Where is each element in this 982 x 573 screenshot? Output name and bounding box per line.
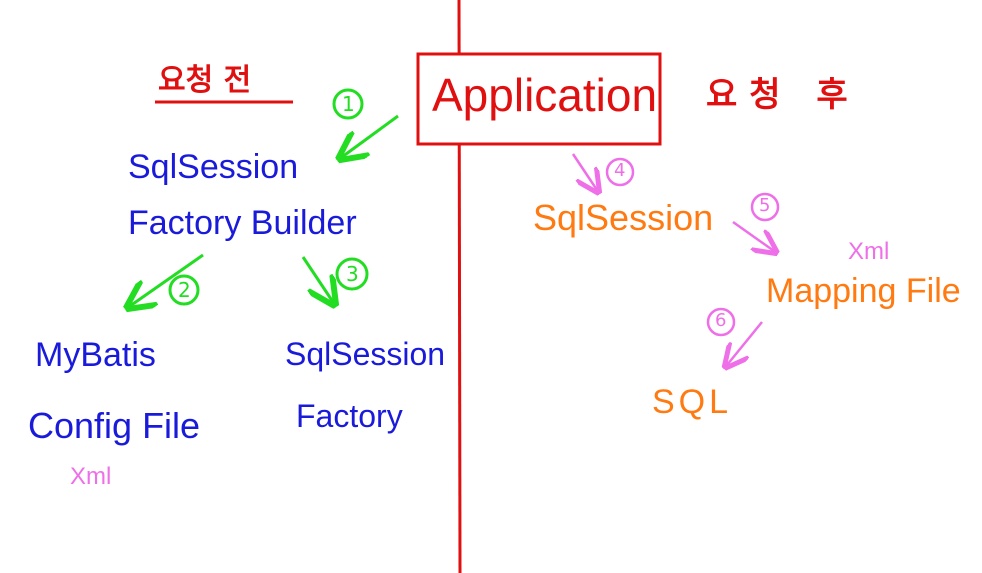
- arrow-3: [301, 256, 333, 302]
- application-box: [416, 52, 662, 146]
- application-label: Application: [432, 69, 658, 121]
- arrow-1: [342, 114, 399, 157]
- sql-label: SQL: [652, 383, 733, 421]
- before-request-label: 요청 전: [158, 63, 252, 98]
- step-number-3: 3: [346, 262, 359, 286]
- step-circle-3: [335, 257, 369, 291]
- factory-label-line1: SqlSession: [285, 336, 446, 372]
- arrow-6: [727, 321, 763, 365]
- step-circle-1: [332, 88, 364, 120]
- step-number-1: 1: [342, 92, 355, 116]
- after-request-label: 요청 후: [706, 75, 860, 115]
- step-number-6: 6: [715, 310, 727, 331]
- step-circle-6: [706, 307, 736, 337]
- step-circle-5: [750, 192, 780, 222]
- arrow-2: [130, 253, 204, 306]
- xml-left-label: Xml: [70, 463, 112, 490]
- sqlsession-label: SqlSession: [533, 197, 714, 238]
- xml-right-label: Xml: [848, 238, 890, 265]
- step-number-5: 5: [759, 195, 771, 216]
- arrow-4: [571, 153, 597, 190]
- step-circle-2: [168, 274, 200, 306]
- step-circle-4: [605, 157, 635, 187]
- builder-label-line1: SqlSession: [128, 148, 299, 186]
- arrow-5: [732, 220, 774, 251]
- mybatis-label-line2: Config File: [28, 405, 201, 446]
- factory-label-line2: Factory: [296, 398, 403, 434]
- mapping-file-label: Mapping File: [766, 272, 961, 310]
- step-number-4: 4: [614, 160, 626, 181]
- mybatis-label-line1: MyBatis: [35, 336, 156, 374]
- step-number-2: 2: [178, 278, 191, 302]
- builder-label-line2: Factory Builder: [128, 204, 357, 242]
